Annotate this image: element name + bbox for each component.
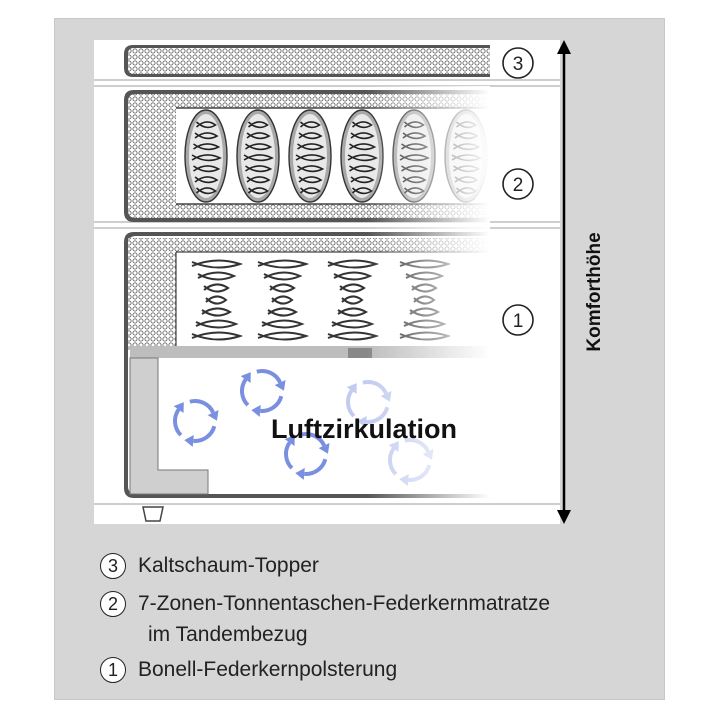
pocket-spring <box>184 109 228 203</box>
comfort-height-arrow <box>557 40 571 524</box>
air-arrow <box>240 369 286 417</box>
legend-text-2: 7-Zonen-Tonnentaschen-Federkernmatratze <box>138 592 551 615</box>
legend-number-2: 2 <box>100 591 126 617</box>
comfort-height-label: Komforthöhe <box>584 232 605 351</box>
air-arrow <box>173 399 219 447</box>
layer-number-2: 2 <box>502 168 534 200</box>
legend-text-1: Bonell-Federkernpolsterung <box>138 658 398 681</box>
air-circulation-label: Luftzirkulation <box>271 414 457 444</box>
legend-text-2-line2: im Tandembezug <box>148 623 308 646</box>
bonell-spring <box>191 259 244 341</box>
svg-text:3: 3 <box>513 54 524 75</box>
bed-foot <box>142 506 164 522</box>
layer-number-3: 3 <box>502 47 534 79</box>
pocket-spring <box>236 109 280 203</box>
legend-item-3: 3 Kaltschaum-Topper <box>100 551 319 581</box>
layer-number-1: 1 <box>502 304 534 336</box>
fade-overlay <box>300 86 490 498</box>
legend-item-2: 2 7-Zonen-Tonnentaschen-Federkernmatratz… <box>100 589 550 619</box>
legend-number-3: 3 <box>100 553 126 579</box>
legend-number-1: 1 <box>100 657 126 683</box>
legend-item-1: 1 Bonell-Federkernpolsterung <box>100 655 397 685</box>
svg-text:1: 1 <box>513 311 524 332</box>
topper-layer <box>124 45 490 77</box>
legend-text-3: Kaltschaum-Topper <box>138 554 319 577</box>
svg-text:2: 2 <box>513 175 524 196</box>
